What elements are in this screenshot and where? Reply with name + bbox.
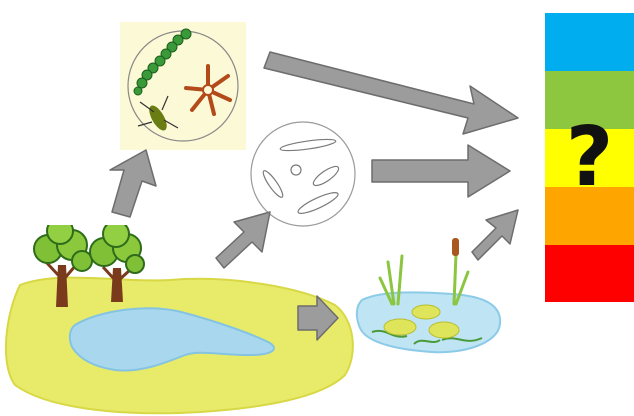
- question-mark: ?: [545, 117, 634, 199]
- arrow-icon: [298, 296, 338, 340]
- water-quality-scale: ?: [545, 13, 634, 302]
- arrow-icon: [216, 212, 270, 268]
- arrow-icon: [264, 52, 518, 134]
- scale-band: [545, 245, 634, 302]
- arrow-icon: [472, 210, 518, 260]
- arrow-icon: [110, 150, 156, 217]
- arrow-icon: [372, 145, 510, 197]
- scale-band: [545, 13, 634, 71]
